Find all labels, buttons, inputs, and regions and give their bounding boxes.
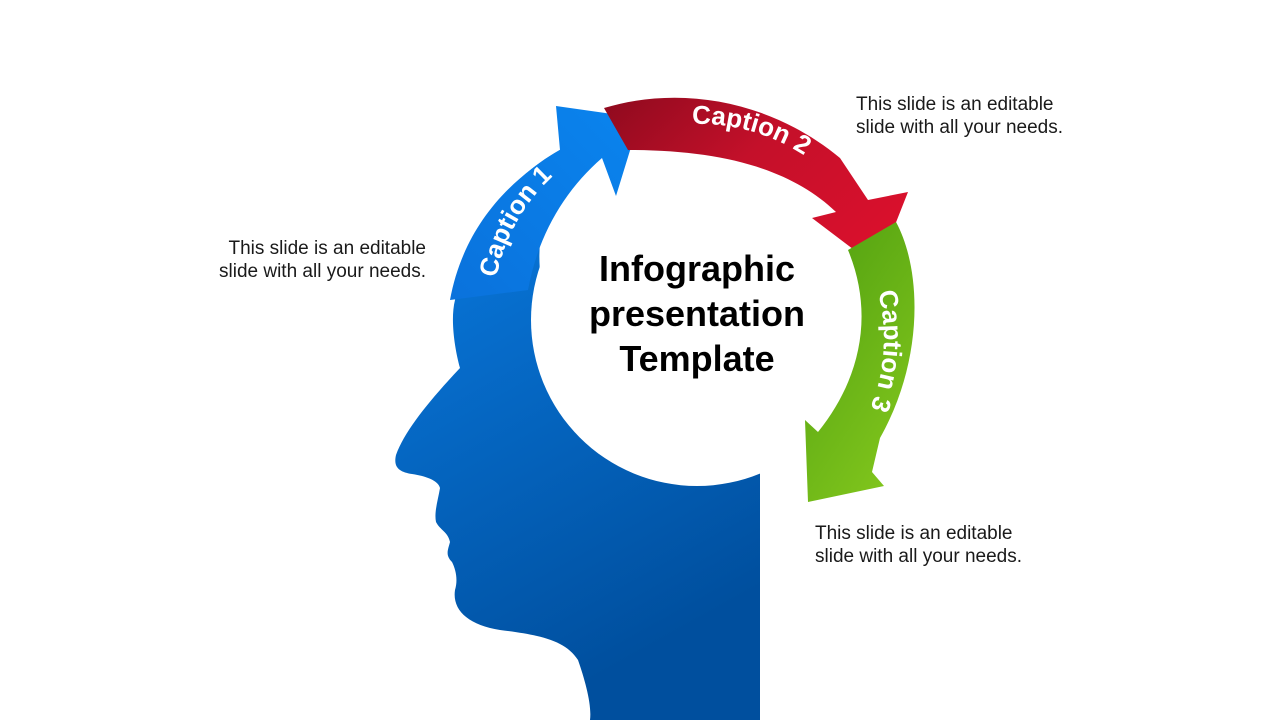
title-line-3: Template <box>619 338 775 379</box>
title-line-2: presentation <box>588 293 806 334</box>
note-caption-3: This slide is an editable slide with all… <box>815 522 1075 568</box>
note-caption-1: This slide is an editable slide with all… <box>170 237 426 283</box>
note-line: slide with all your needs. <box>815 546 1022 567</box>
note-line: This slide is an editable <box>856 94 1054 115</box>
note-caption-2: This slide is an editable slide with all… <box>856 93 1116 139</box>
note-line: slide with all your needs. <box>219 261 426 282</box>
arrow-caption-3 <box>805 222 915 502</box>
page-title: Infographic presentation Template <box>546 246 848 381</box>
arrow-caption-2 <box>604 97 908 268</box>
arrow-caption-1 <box>450 106 640 300</box>
note-line: This slide is an editable <box>815 523 1013 544</box>
thought-circle <box>531 154 863 486</box>
title-line-1: Infographic <box>599 248 795 289</box>
note-line: This slide is an editable <box>228 238 427 259</box>
note-line: slide with all your needs. <box>856 117 1063 138</box>
